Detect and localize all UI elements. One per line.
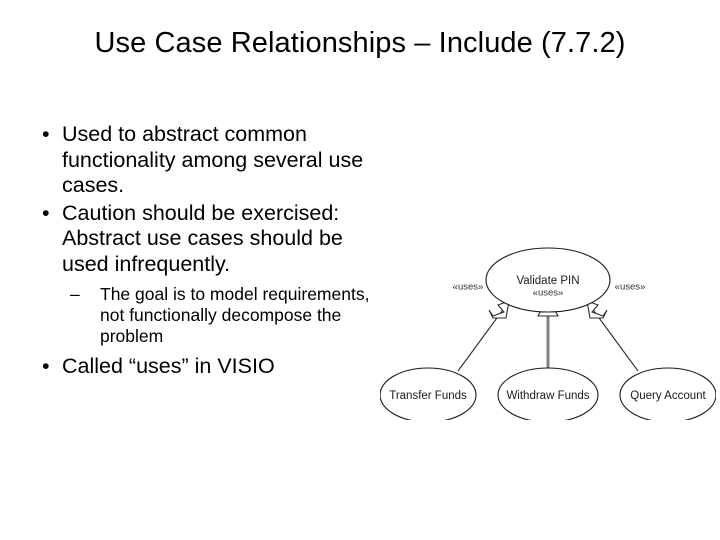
list-item: • Called “uses” in VISIO	[24, 354, 380, 380]
use-case-label: Query Account	[630, 390, 706, 402]
list-item: • Caution should be exercised: Abstract …	[24, 201, 380, 278]
stereotype-label-query-account: «uses»	[615, 282, 646, 293]
use-case-label: Validate PIN	[516, 275, 579, 287]
arrowhead-icon-query-account	[586, 300, 608, 319]
list-item-text: Used to abstract common functionality am…	[62, 122, 364, 197]
dash-marker-icon: –	[70, 284, 80, 304]
stereotype-label-transfer-funds: «uses»	[453, 282, 484, 293]
bullet-marker-icon: •	[42, 354, 50, 378]
list-item: • Used to abstract common functionality …	[24, 122, 380, 199]
arrowhead-icon-transfer-funds	[488, 300, 510, 319]
use-case-ellipse	[380, 367, 477, 420]
list-item-text: Called “uses” in VISIO	[62, 354, 275, 378]
slide-title: Use Case Relationships – Include (7.7.2)	[94, 27, 626, 59]
use-case-label: Withdraw Funds	[506, 390, 589, 402]
use-case-ellipse	[497, 367, 599, 420]
list-item-text: Caution should be exercised: Abstract us…	[62, 200, 343, 276]
sub-list-item: – The goal is to model requirements, not…	[24, 284, 380, 347]
uml-use-case-diagram: Validate PIN «uses» «uses» «uses» Transf…	[380, 185, 716, 420]
use-case-ellipse	[485, 247, 611, 313]
stereotype-label-withdraw-funds: «uses»	[533, 288, 564, 299]
slide-body: • Used to abstract common functionality …	[24, 122, 380, 382]
use-case-withdraw-funds[interactable]: Withdraw Funds	[497, 367, 599, 420]
sub-list-item-text: The goal is to model requirements, not f…	[100, 284, 370, 346]
use-case-validate-pin[interactable]: Validate PIN	[485, 247, 611, 313]
use-case-transfer-funds[interactable]: Transfer Funds	[380, 367, 477, 420]
bullet-marker-icon: •	[42, 122, 50, 146]
use-case-ellipse	[619, 367, 716, 420]
bullet-marker-icon: •	[42, 200, 50, 225]
use-case-label: Transfer Funds	[389, 390, 467, 402]
use-case-query-account[interactable]: Query Account	[619, 367, 716, 420]
